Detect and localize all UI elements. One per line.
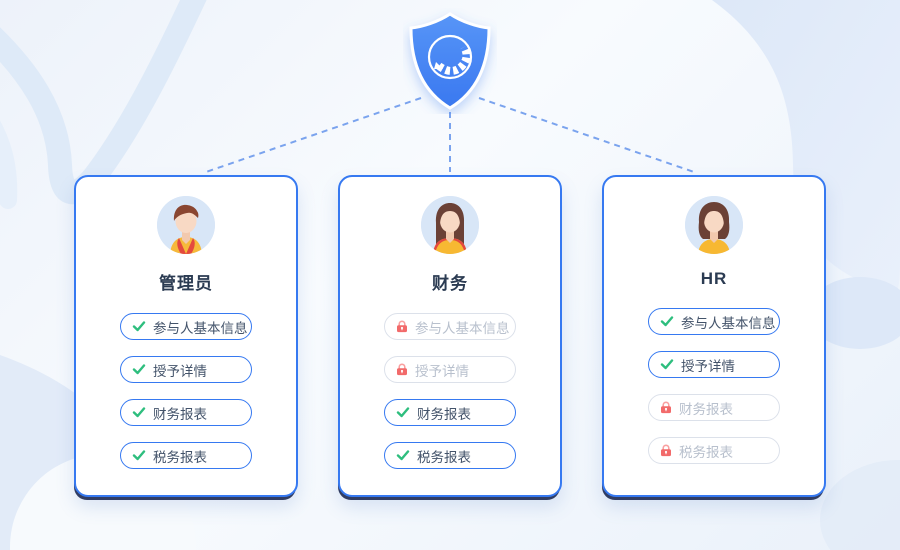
role-card-finance: 财务 参与人基本信息 授予详情 财务报表 [338, 175, 562, 497]
check-icon [132, 450, 146, 461]
permission-label: 参与人基本信息 [153, 320, 248, 336]
female-long-hair-avatar [421, 196, 479, 254]
check-icon [132, 407, 146, 418]
check-icon [396, 407, 410, 418]
permission-pill: 税务报表 [384, 442, 516, 469]
lock-icon [396, 363, 408, 376]
permission-pill: 财务报表 [648, 394, 780, 421]
permission-pill: 财务报表 [120, 399, 252, 426]
check-icon [132, 364, 146, 375]
check-icon [660, 359, 674, 370]
permission-label: 参与人基本信息 [415, 320, 510, 336]
female-bob-hair-avatar [685, 196, 743, 254]
permission-pill: 授予详情 [384, 356, 516, 383]
lock-icon [660, 401, 672, 414]
permission-pill: 授予详情 [648, 351, 780, 378]
permission-pill: 参与人基本信息 [648, 308, 780, 335]
check-icon [660, 316, 674, 327]
permission-label: 授予详情 [415, 363, 469, 379]
shield-icon [409, 12, 491, 110]
lock-icon [660, 444, 672, 457]
permission-label: 财务报表 [417, 406, 471, 422]
permission-pill: 税务报表 [120, 442, 252, 469]
permission-list: 参与人基本信息 授予详情 财务报表 税务报表 [120, 313, 252, 485]
permission-pill: 税务报表 [648, 437, 780, 464]
role-title: 财务 [432, 274, 468, 293]
role-title: 管理员 [159, 274, 213, 293]
role-title: HR [700, 269, 728, 288]
permission-label: 税务报表 [153, 449, 207, 465]
role-card-hr: HR 参与人基本信息 授予详情 财务报表 [602, 175, 826, 497]
permission-label: 财务报表 [679, 401, 733, 417]
lock-icon [396, 320, 408, 333]
role-card-admin: 管理员 参与人基本信息 授予详情 财务报表 [74, 175, 298, 497]
permission-pill: 财务报表 [384, 399, 516, 426]
permission-label: 税务报表 [417, 449, 471, 465]
permission-label: 税务报表 [679, 444, 733, 460]
permission-label: 授予详情 [681, 358, 735, 374]
male-admin-avatar [157, 196, 215, 254]
permission-label: 财务报表 [153, 406, 207, 422]
check-icon [132, 321, 146, 332]
permission-pill: 授予详情 [120, 356, 252, 383]
check-icon [396, 450, 410, 461]
permission-list: 参与人基本信息 授予详情 财务报表 税务报表 [384, 313, 516, 485]
permission-list: 参与人基本信息 授予详情 财务报表 税务报表 [648, 308, 780, 480]
shield-logo-icon [427, 34, 473, 80]
permission-label: 参与人基本信息 [681, 315, 776, 331]
permission-pill: 参与人基本信息 [120, 313, 252, 340]
permission-label: 授予详情 [153, 363, 207, 379]
permission-pill: 参与人基本信息 [384, 313, 516, 340]
